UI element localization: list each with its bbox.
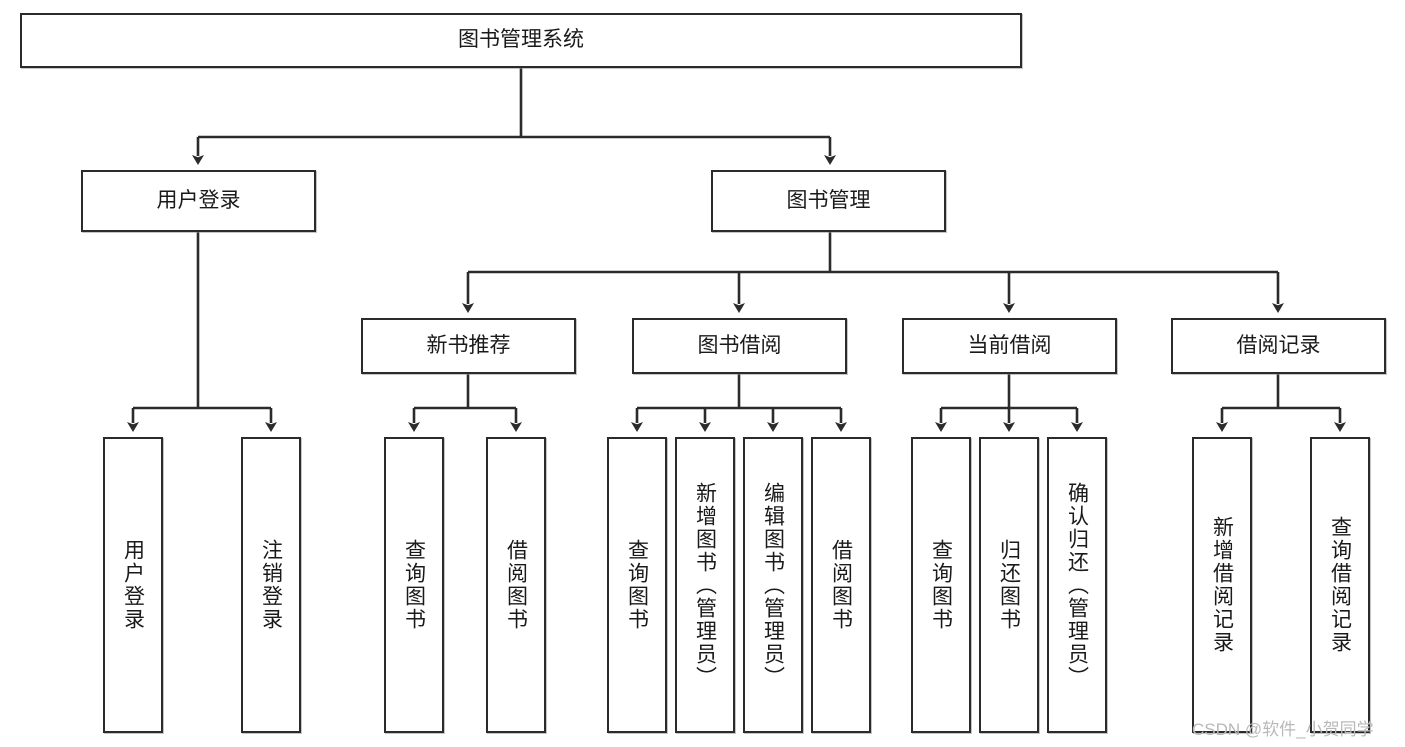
node-label: 查询图书 [402,539,426,631]
node-borrow-record[interactable]: 借阅记录 [1171,318,1386,374]
node-label: 借阅记录 [1236,333,1321,357]
node-label: 图书管理系统 [458,28,584,52]
node-label: 编辑图书（管理员） [761,481,785,689]
leaf-currentborrow-query-book[interactable]: 查询图书 [911,437,971,733]
leaf-newbook-borrow-book[interactable]: 借阅图书 [486,437,546,733]
node-current-borrow[interactable]: 当前借阅 [902,318,1117,374]
leaf-borrowrecord-add-record[interactable]: 新增借阅记录 [1192,437,1252,733]
node-label: 借阅图书 [829,539,853,631]
node-book-borrow[interactable]: 图书借阅 [632,318,847,374]
leaf-user-login-logout[interactable]: 注销登录 [241,437,301,733]
node-label: 用户登录 [121,539,145,631]
node-label: 图书借阅 [697,333,782,357]
node-user-login[interactable]: 用户登录 [81,170,316,232]
leaf-borrowrecord-query-record[interactable]: 查询借阅记录 [1310,437,1370,733]
node-label: 新增图书（管理员） [693,481,717,689]
node-root-library-system[interactable]: 图书管理系统 [20,13,1022,68]
edge-borrowrecord-to-leaves [1216,374,1346,432]
node-label: 新书推荐 [426,333,511,357]
leaf-currentborrow-return-book[interactable]: 归还图书 [979,437,1039,733]
edge-bookmgmt-to-level2 [462,232,1284,313]
leaf-bookborrow-add-book-admin[interactable]: 新增图书（管理员） [675,437,735,733]
leaf-bookborrow-edit-book-admin[interactable]: 编辑图书（管理员） [743,437,803,733]
node-label: 查询图书 [625,539,649,631]
leaf-currentborrow-confirm-return-admin[interactable]: 确认归还（管理员） [1047,437,1107,733]
edge-root-to-level1 [192,68,836,165]
edge-newbook-to-leaves [408,374,522,432]
node-book-management[interactable]: 图书管理 [711,170,946,232]
node-label: 注销登录 [259,539,283,631]
node-label: 当前借阅 [967,333,1052,357]
node-label: 借阅图书 [504,539,528,631]
node-label: 归还图书 [997,539,1021,631]
node-label: 用户登录 [156,188,241,212]
edge-bookborrow-to-leaves [631,374,847,432]
node-label: 图书管理 [786,188,871,212]
leaf-newbook-query-book[interactable]: 查询图书 [384,437,444,733]
node-label: 新增借阅记录 [1210,516,1234,654]
node-label: 查询图书 [929,539,953,631]
leaf-bookborrow-query-book[interactable]: 查询图书 [607,437,667,733]
node-label: 查询借阅记录 [1328,516,1352,654]
edge-userlogin-to-leaves [127,232,277,432]
node-label: 确认归还（管理员） [1065,481,1089,689]
edge-currentborrow-to-leaves [935,374,1083,432]
node-new-book-recommend[interactable]: 新书推荐 [361,318,576,374]
leaf-bookborrow-borrow-book[interactable]: 借阅图书 [811,437,871,733]
leaf-user-login-login[interactable]: 用户登录 [103,437,163,733]
